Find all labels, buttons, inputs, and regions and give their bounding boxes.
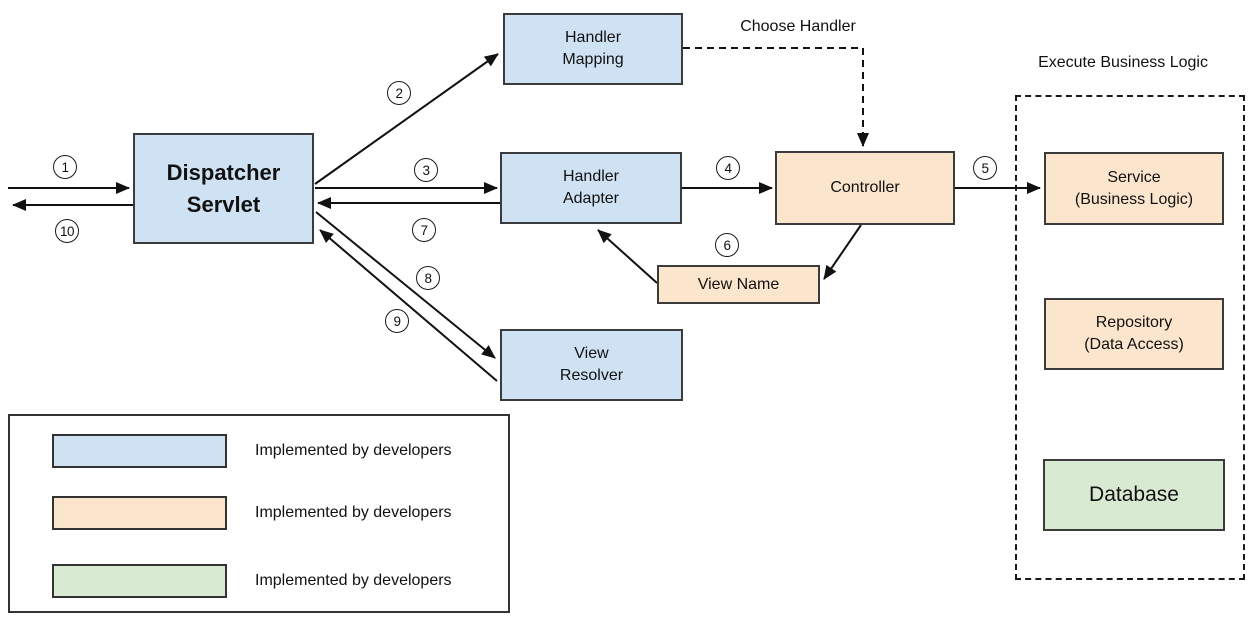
step-badge-8: 8	[416, 266, 440, 290]
arrow-controller-to-view-name	[823, 224, 862, 280]
step-badge-3: 3	[414, 158, 438, 182]
execute-business-logic-container	[1015, 95, 1245, 580]
choose-handler-label: Choose Handler	[740, 18, 856, 35]
legend-swatch-green	[52, 564, 227, 598]
step-badge-7: 7	[412, 218, 436, 242]
node-database: Database	[1043, 459, 1225, 531]
node-handler-mapping: Handler Mapping	[503, 13, 683, 85]
arrow-step2-to-handler-mapping	[314, 53, 499, 185]
node-service: Service (Business Logic)	[1044, 152, 1224, 225]
arrow-step8-to-view-resolver	[315, 211, 496, 359]
step-badge-1: 1	[53, 155, 77, 179]
arrow-view-name-to-adapter	[597, 229, 658, 284]
node-view-resolver: View Resolver	[500, 329, 683, 401]
arrow-choose-handler-dashed	[683, 47, 869, 147]
legend-box: Implemented by developers Implemented by…	[8, 414, 510, 613]
node-controller: Controller	[775, 151, 955, 225]
step-badge-4: 4	[716, 156, 740, 180]
legend-label: Implemented by developers	[255, 504, 452, 521]
step-badge-10: 10	[55, 219, 79, 243]
legend-label: Implemented by developers	[255, 572, 452, 589]
legend-swatch-blue	[52, 434, 227, 468]
step-badge-6: 6	[715, 233, 739, 257]
node-view-name: View Name	[657, 265, 820, 304]
step-badge-2: 2	[387, 81, 411, 105]
step-badge-5: 5	[973, 156, 997, 180]
node-handler-adapter: Handler Adapter	[500, 152, 682, 224]
node-repository: Repository (Data Access)	[1044, 298, 1224, 370]
arrow-step9-resolver-to-dispatcher	[319, 229, 498, 382]
legend-swatch-orange	[52, 496, 227, 530]
legend-label: Implemented by developers	[255, 442, 452, 459]
step-badge-9: 9	[385, 309, 409, 333]
execute-business-logic-label: Execute Business Logic	[1038, 54, 1208, 71]
node-dispatcher-servlet: Dispatcher Servlet	[133, 133, 314, 244]
